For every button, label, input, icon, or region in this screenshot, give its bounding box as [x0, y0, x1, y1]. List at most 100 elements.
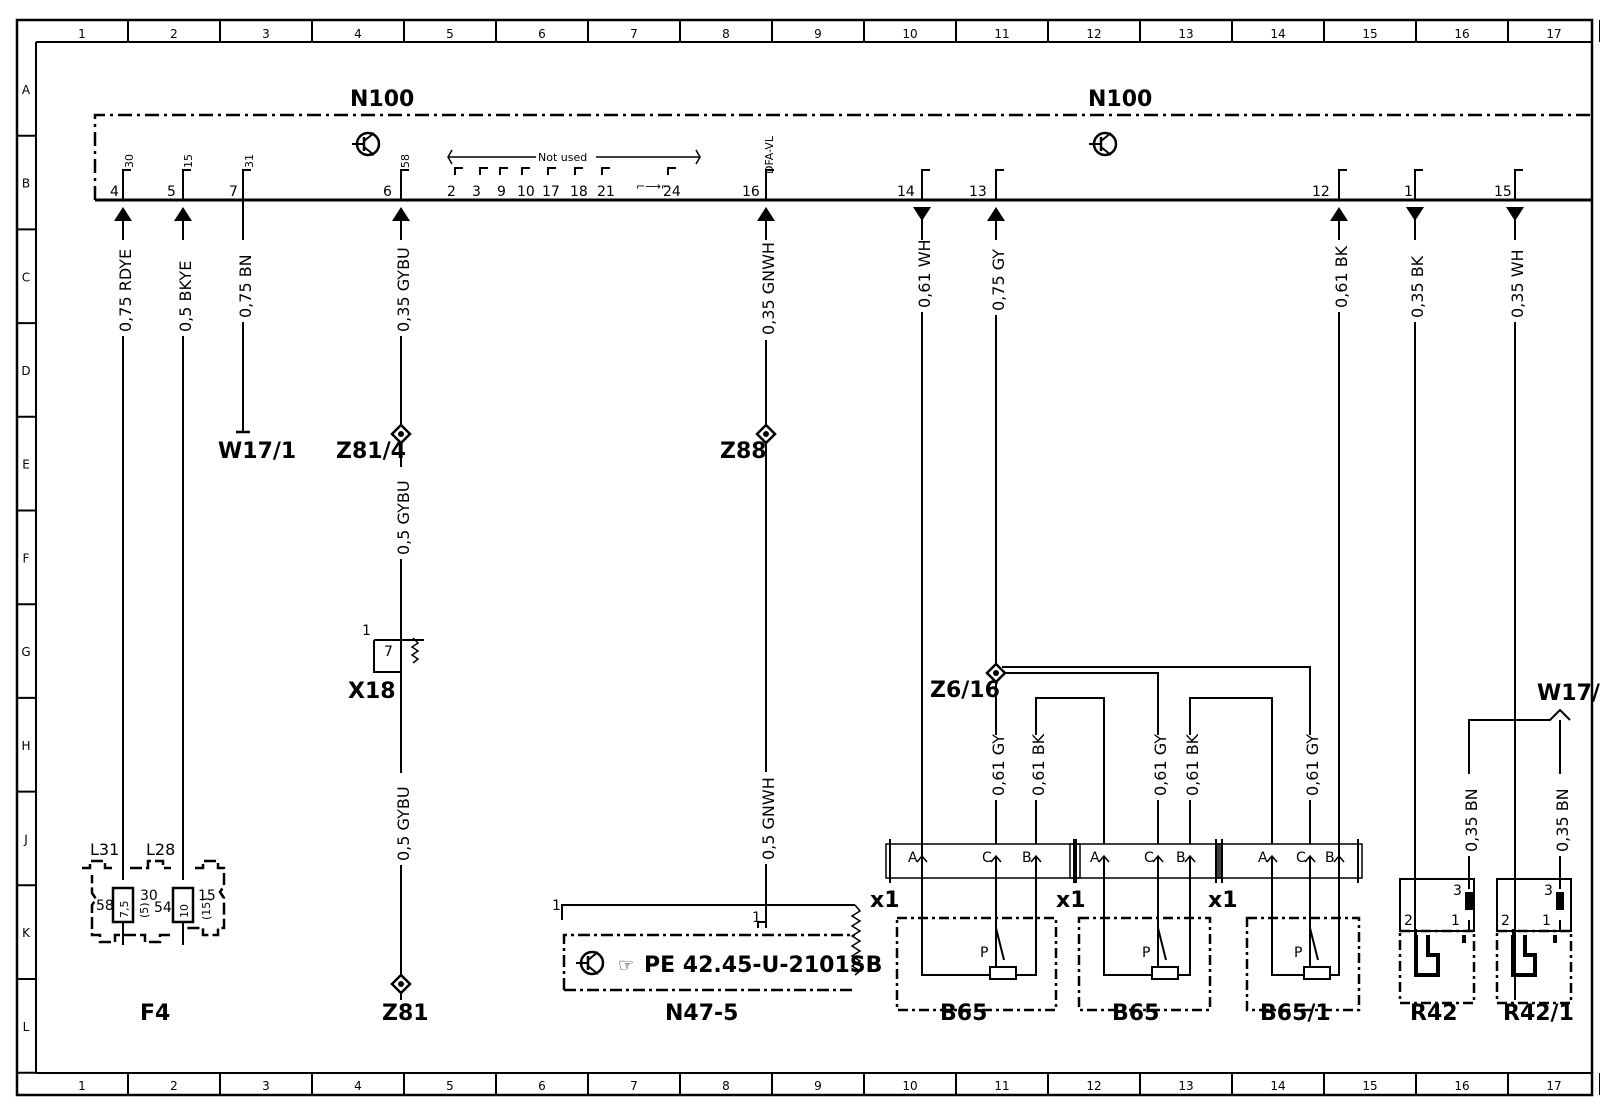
n47-5-label: N47-5 — [665, 1001, 738, 1026]
r42-pin: 3 — [1544, 883, 1553, 899]
grid-column-label: 13 — [1178, 27, 1193, 41]
grid-column-label: 10 — [902, 1079, 917, 1093]
wire-label: 0,61 WH — [915, 239, 934, 308]
pin-4-circuit: 4 30 0,75 RDYE — [110, 154, 136, 880]
sensor-label: B65 — [940, 1001, 987, 1026]
grid-column-label: 7 — [630, 1079, 638, 1093]
unused-pin-label: 24 — [663, 184, 681, 200]
pin-label: 15 — [1494, 184, 1512, 200]
wire-label: 0,61 GY — [1303, 734, 1322, 796]
resistor-element — [1465, 892, 1473, 910]
grid-row-label: D — [21, 364, 30, 378]
fuse-sub: (15) — [200, 897, 213, 920]
grid-column-label: 13 — [1178, 1079, 1193, 1093]
fuse-value: 10 — [178, 904, 191, 918]
switch-contact — [1151, 966, 1179, 980]
grid-column-label: 9 — [814, 27, 822, 41]
grid-column-label: 17 — [1546, 27, 1561, 41]
unused-pin-label: 18 — [570, 184, 588, 200]
n47-5-ref: PE 42.45-U-2101SB — [644, 953, 882, 978]
x18-label: X18 — [348, 679, 396, 704]
grid-row-label: G — [21, 645, 30, 659]
l28-label: L28 — [146, 840, 175, 859]
grid-column-label: 3 — [262, 1079, 270, 1093]
connector-label: x1 — [1056, 888, 1086, 913]
wire-label: 0,35 GYBU — [394, 247, 413, 332]
pressure-label: P — [1142, 945, 1150, 961]
wire-label: 0,35 BN — [1462, 788, 1481, 852]
unused-pin-label: 17 — [542, 184, 560, 200]
grid-column-label: 9 — [814, 1079, 822, 1093]
wire-label: 0,35 GNWH — [759, 242, 778, 335]
grid-column-label: 14 — [1270, 1079, 1285, 1093]
grid-row-label: A — [22, 83, 31, 97]
grid-column-label: 15 — [1362, 27, 1377, 41]
unused-pin-label: 2 — [447, 184, 456, 200]
grid-column-label: 16 — [1454, 27, 1469, 41]
connector-box — [1069, 843, 1221, 879]
r42-pin: 2 — [1404, 913, 1413, 929]
r42-pin: 1 — [1451, 913, 1460, 929]
grid-column-label: 10 — [902, 27, 917, 41]
pin-6-circuit: 6 58 0,35 GYBU 0,5 GYBU 0,5 GYBU — [383, 154, 413, 1000]
grid-column-label: 7 — [630, 27, 638, 41]
grid-row-label: F — [23, 551, 30, 565]
wire-label: 0,61 BK — [1183, 733, 1202, 796]
wire-label: 0,61 GY — [1151, 734, 1170, 796]
grid-column-label: 16 — [1454, 1079, 1469, 1093]
electronic-component-icon — [352, 131, 381, 157]
grid-column-label: 5 — [446, 27, 454, 41]
wire-label: 0,61 BK — [1029, 733, 1048, 796]
wire-label: 0,75 RDYE — [116, 249, 135, 332]
pin-label: 7 — [229, 184, 238, 200]
z88-splice: Z88 — [720, 423, 777, 464]
connector-box — [885, 843, 1081, 879]
sensor-label: B65 — [1112, 1001, 1159, 1026]
pin-label: 14 — [897, 184, 915, 200]
grid-column-label: 4 — [354, 1079, 362, 1093]
electronic-component-icon — [1089, 131, 1118, 157]
f4-label: F4 — [140, 1001, 170, 1026]
switch-contact — [989, 966, 1017, 980]
connector-pin-letter: B — [1176, 850, 1186, 866]
z6-16-label: Z6/16 — [930, 678, 1000, 703]
unused-pin-label: 21 — [597, 184, 615, 200]
z81-label: Z81 — [382, 1001, 429, 1026]
sensor-housing — [1495, 929, 1573, 1005]
terminal-label: 31 — [243, 154, 256, 168]
grid-column-label: 12 — [1086, 1079, 1101, 1093]
connector-label: x1 — [870, 888, 900, 913]
pin-label: 13 — [969, 184, 987, 200]
connector-box — [1217, 843, 1363, 879]
sensor-label: R42 — [1410, 1001, 1458, 1026]
pin-1-circuit: 1 0,35 BK — [1404, 169, 1427, 935]
pin-label: 4 — [110, 184, 119, 200]
pin-label: 16 — [742, 184, 760, 200]
r42-pin: 1 — [1542, 913, 1551, 929]
grid-column-label: 17 — [1546, 1079, 1561, 1093]
grid-column-label: 15 — [1362, 1079, 1377, 1093]
w17-1-label: W17/1 — [218, 439, 296, 464]
connector-pin-letter: C — [982, 850, 992, 866]
grid-row-label: J — [23, 832, 28, 846]
x18-connector: 1 7 X18 — [348, 623, 424, 704]
wire-label: 0,61 BK — [1332, 245, 1351, 308]
terminal-label: 58 — [399, 154, 412, 168]
wire-label: 0,75 GY — [989, 249, 1008, 311]
pin-7-circuit: 7 31 0,75 BN W17/1 — [218, 154, 296, 464]
n47-5-module: 1 1 ☞ PE 42.45-U-2101SB N47-5 — [552, 898, 882, 1026]
pin-15-circuit: 15 0,35 WH — [1494, 169, 1527, 1000]
grid-column-label: 8 — [722, 27, 730, 41]
pin-label: 1 — [1404, 184, 1413, 200]
x18-num: 1 — [362, 623, 371, 639]
z81-splice: Z81 — [382, 973, 429, 1026]
wire-label: 0,35 BK — [1408, 255, 1427, 318]
sensor-housing — [895, 916, 1058, 1012]
grid-column-label: 6 — [538, 27, 546, 41]
terminal-label: DFA-VL — [763, 135, 776, 174]
